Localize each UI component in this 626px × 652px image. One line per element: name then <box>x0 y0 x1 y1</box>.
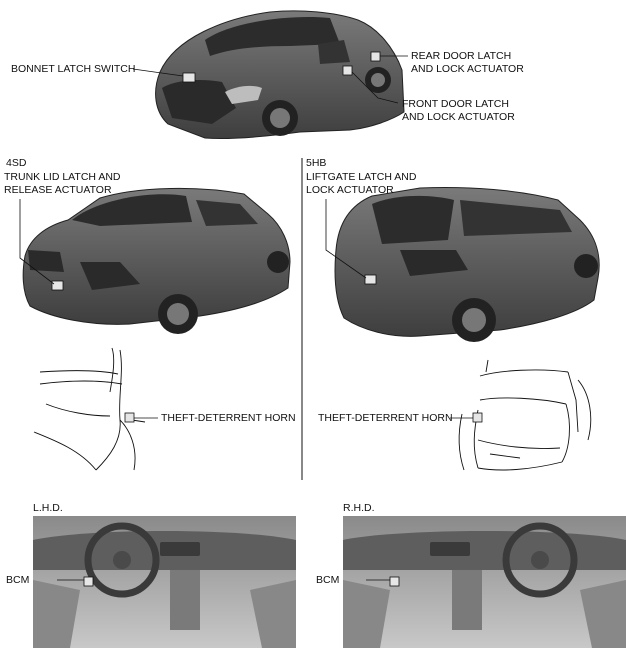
rhd-dashboard-illustration <box>343 516 626 648</box>
bonnet-latch-switch-label: BONNET LATCH SWITCH <box>11 63 136 75</box>
hatchback-front-illustration <box>155 10 405 140</box>
rear-door-latch-label-line2: AND LOCK ACTUATOR <box>411 63 524 75</box>
variant-4sd-label: 4SD <box>6 157 27 169</box>
trunk-lid-latch-label-line2: RELEASE ACTUATOR <box>4 184 112 196</box>
liftgate-latch-label-line1: LIFTGATE LATCH AND <box>306 171 417 183</box>
front-door-latch-label-line1: FRONT DOOR LATCH <box>402 98 509 110</box>
bcm-lhd-marker <box>83 576 94 587</box>
theft-horn-5hb-label: THEFT-DETERRENT HORN <box>318 412 453 424</box>
variant-5hb-label: 5HB <box>306 157 327 169</box>
liftgate-latch-marker <box>364 274 377 285</box>
front-door-latch-label-line2: AND LOCK ACTUATOR <box>402 111 515 123</box>
front-door-latch-marker <box>342 65 353 76</box>
bcm-lhd-label: BCM <box>6 574 30 586</box>
liftgate-latch-label-line2: LOCK ACTUATOR <box>306 184 394 196</box>
rhd-label: R.H.D. <box>343 502 375 514</box>
theft-horn-4sd-label: THEFT-DETERRENT HORN <box>161 412 296 424</box>
theft-horn-5hb-marker <box>472 412 483 423</box>
hatchback-cargo-interior-drawing <box>458 359 592 471</box>
hatchback-rear-illustration <box>334 187 600 342</box>
leader-liftgate <box>325 199 367 279</box>
lhd-dashboard-illustration <box>33 516 296 648</box>
trunk-lid-latch-label-line1: TRUNK LID LATCH AND <box>4 171 121 183</box>
leader-trunk-lid <box>19 199 55 285</box>
bcm-rhd-marker <box>389 576 400 587</box>
bonnet-latch-switch-marker <box>182 72 196 83</box>
trunk-lid-latch-marker <box>51 280 64 291</box>
lhd-label: L.H.D. <box>33 502 63 514</box>
bcm-rhd-label: BCM <box>316 574 340 586</box>
leader-bonnet <box>132 68 184 77</box>
rear-door-latch-label-line1: REAR DOOR LATCH <box>411 50 512 62</box>
rear-door-latch-marker <box>370 51 381 62</box>
theft-horn-4sd-marker <box>124 412 135 423</box>
sedan-trunk-interior-drawing <box>33 347 146 471</box>
sedan-rear-illustration <box>22 187 291 334</box>
leader-front-door <box>351 71 399 104</box>
